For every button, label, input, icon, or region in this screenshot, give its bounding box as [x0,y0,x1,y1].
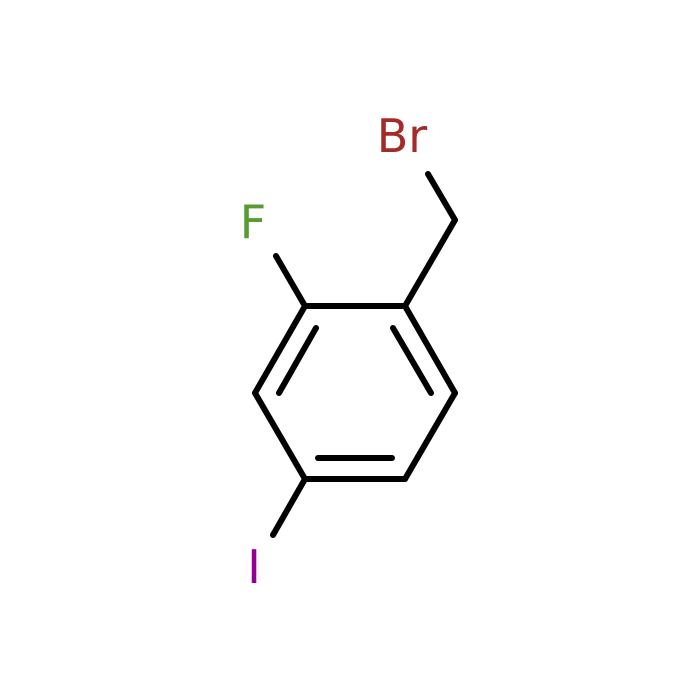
atom-labels: Br F I [240,109,428,594]
bond-c6-c1 [402,303,458,396]
bond-c3-c4 [252,390,308,482]
bond-c4-i [270,476,308,538]
bond-c2-f [273,253,308,309]
bond-inner-c6-c1 [390,325,434,396]
atom-label-f: F [240,195,266,249]
bond-group [252,171,458,538]
bond-inner-c2-c3 [276,325,319,396]
atom-label-br: Br [377,109,428,163]
bond-c5-c6 [402,390,458,482]
atom-label-i: I [247,540,261,594]
bond-ch2-br [425,171,458,223]
bond-c2-c3 [252,303,308,396]
bond-c1-ch2 [402,217,458,309]
